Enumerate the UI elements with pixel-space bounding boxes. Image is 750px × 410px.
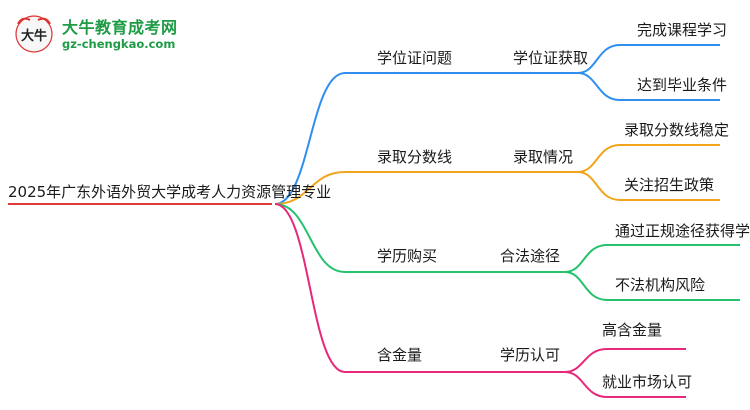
site-logo[interactable]: 大牛 大牛教育成考网 gz-chengkao.com bbox=[10, 10, 200, 56]
branch-connector bbox=[274, 171, 476, 205]
leaf-connector bbox=[577, 171, 720, 201]
leaf-label: 完成课程学习 bbox=[637, 21, 728, 39]
leaf-label: 达到毕业条件 bbox=[637, 76, 728, 94]
branch-connector bbox=[274, 72, 476, 205]
leaf-connector bbox=[564, 271, 740, 301]
leaf-label: 高含金量 bbox=[602, 321, 663, 339]
leaf-connector bbox=[564, 348, 686, 373]
leaf-label: 就业市场认可 bbox=[602, 373, 693, 391]
leaf-label: 录取分数线稳定 bbox=[624, 121, 730, 139]
sub-branch-label: 合法途径 bbox=[500, 247, 561, 265]
branch-label: 学位证问题 bbox=[377, 49, 453, 67]
logo-title: 大牛教育成考网 bbox=[62, 18, 178, 37]
leaf-connector bbox=[564, 244, 740, 273]
branch-connector bbox=[274, 203, 476, 273]
sub-branch-label: 学位证获取 bbox=[513, 49, 589, 67]
sub-branch-label: 学历认可 bbox=[500, 346, 561, 364]
branch-connector bbox=[274, 203, 476, 373]
logo-mark-text: 大牛 bbox=[21, 28, 47, 44]
leaf-connector bbox=[564, 371, 686, 398]
leaf-connector bbox=[577, 144, 720, 173]
leaf-connector bbox=[577, 44, 720, 74]
logo-url: gz-chengkao.com bbox=[62, 37, 176, 51]
leaf-label: 不法机构风险 bbox=[615, 276, 706, 294]
bull-logo-icon: 大牛 bbox=[15, 15, 53, 53]
branch-label: 录取分数线 bbox=[377, 148, 453, 166]
root-topic: 2025年广东外语外贸大学成考人力资源管理专业 bbox=[8, 183, 332, 201]
branch-label: 学历购买 bbox=[377, 247, 438, 265]
leaf-label: 通过正规途径获得学位 bbox=[615, 222, 750, 240]
sub-branch-label: 录取情况 bbox=[513, 148, 574, 166]
leaf-label: 关注招生政策 bbox=[624, 176, 715, 194]
leaf-connector bbox=[577, 72, 720, 101]
branch-label: 含金量 bbox=[377, 346, 423, 364]
